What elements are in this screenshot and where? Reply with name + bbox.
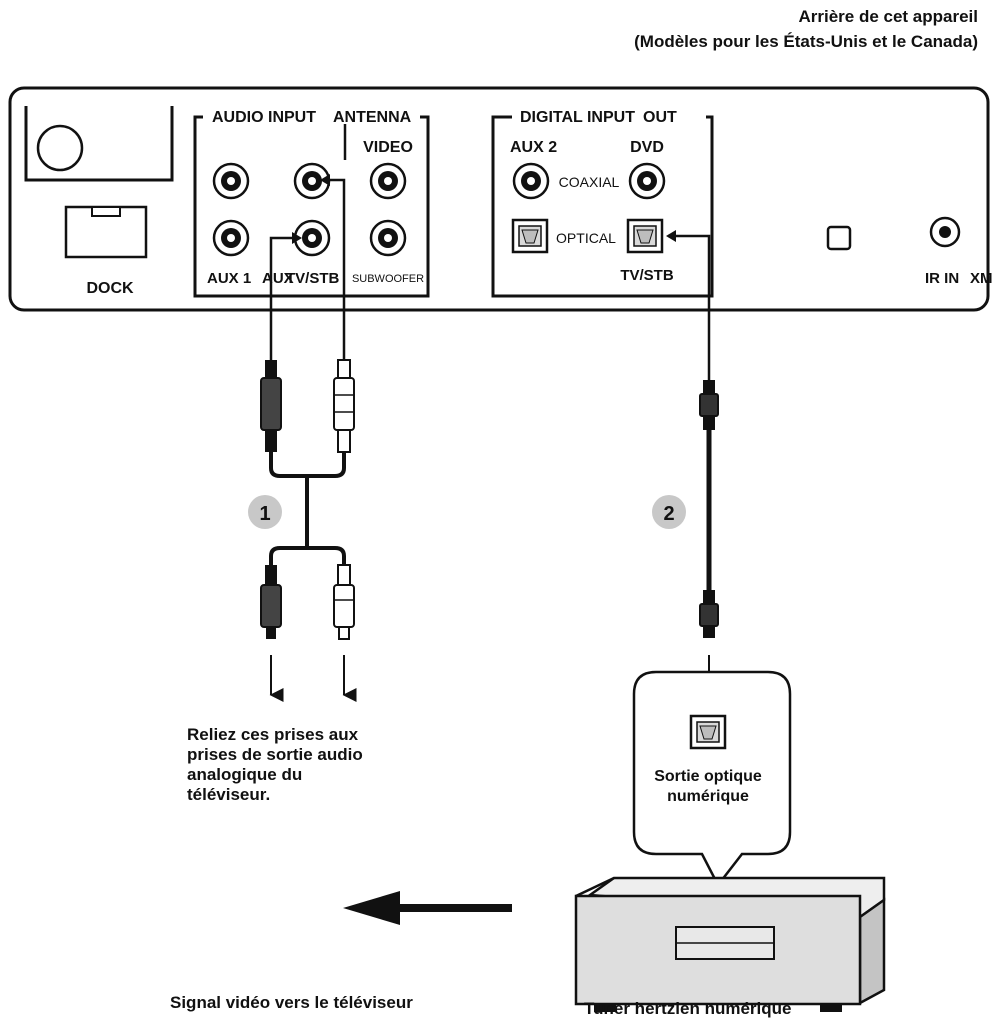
tuner-output-callout (632, 670, 792, 888)
digital-out-label: OUT (643, 109, 677, 126)
subwoofer-jack[interactable] (369, 219, 407, 257)
header-title: Arrière de cet appareil (798, 7, 978, 26)
dvd-coaxial-jack[interactable] (628, 162, 666, 200)
video-jack[interactable] (369, 162, 407, 200)
video-label: VIDEO (363, 139, 413, 156)
antenna-label: ANTENNA (333, 109, 412, 126)
dock-label: DOCK (86, 280, 134, 297)
optical-cable (666, 230, 722, 712)
xm-connector[interactable] (826, 225, 852, 251)
aux1-right-jack[interactable] (212, 219, 250, 257)
analog-note-line3: analogique du (187, 765, 302, 784)
step-1-badge (248, 495, 282, 529)
optical-label: OPTICAL (556, 230, 616, 246)
aux2-optical-jack[interactable] (511, 218, 549, 254)
step-2-number: 2 (663, 503, 674, 525)
aux1-label: AUX 1 (207, 270, 251, 287)
tvstb-digital-label: TV/STB (620, 267, 674, 284)
analog-note-line4: téléviseur. (187, 785, 270, 804)
xm-label: XM (970, 270, 993, 287)
tuner-caption: Tuner hertzien numérique (584, 999, 792, 1018)
dock-connector (64, 205, 148, 259)
audio-input-label: AUDIO INPUT (212, 109, 316, 126)
digital-tuner-device (574, 876, 886, 1012)
aux2-label: AUX 2 (510, 139, 557, 156)
step-1-number: 1 (259, 503, 270, 525)
optical-out-label-line1: Sortie optique (654, 768, 762, 785)
digital-input-label: DIGITAL INPUT (520, 109, 635, 126)
tvstb-analog-label: TV/STB (286, 270, 340, 287)
dvd-label: DVD (630, 139, 664, 156)
analog-section-frame (193, 115, 430, 298)
analog-note-line2: prises de sortie audio (187, 745, 363, 764)
digital-section-frame (491, 115, 714, 298)
power-bracket (24, 106, 174, 182)
tvstb-left-jack[interactable] (293, 162, 331, 200)
rear-panel (8, 86, 990, 312)
analog-note-line1: Reliez ces prises aux (187, 725, 359, 744)
ir-in-jack[interactable] (929, 216, 961, 248)
header-subtitle: (Modèles pour les États-Unis et le Canad… (634, 32, 978, 51)
coaxial-label: COAXIAL (559, 174, 620, 190)
step-2-badge (652, 495, 686, 529)
aux2-coaxial-jack[interactable] (512, 162, 550, 200)
tuner-optical-output-jack (689, 714, 727, 750)
video-signal-arrow (343, 891, 512, 925)
video-signal-caption: Signal vidéo vers le téléviseur (170, 993, 413, 1012)
ir-in-label: IR IN (925, 270, 959, 287)
optical-out-label-line2: numérique (667, 788, 749, 805)
tvstb-optical-jack[interactable] (626, 218, 664, 254)
subwoofer-label: SUBWOOFER (352, 273, 424, 285)
power-connector-icon (36, 124, 84, 172)
aux1-left-jack[interactable] (212, 162, 250, 200)
analog-stereo-cable (260, 174, 357, 702)
